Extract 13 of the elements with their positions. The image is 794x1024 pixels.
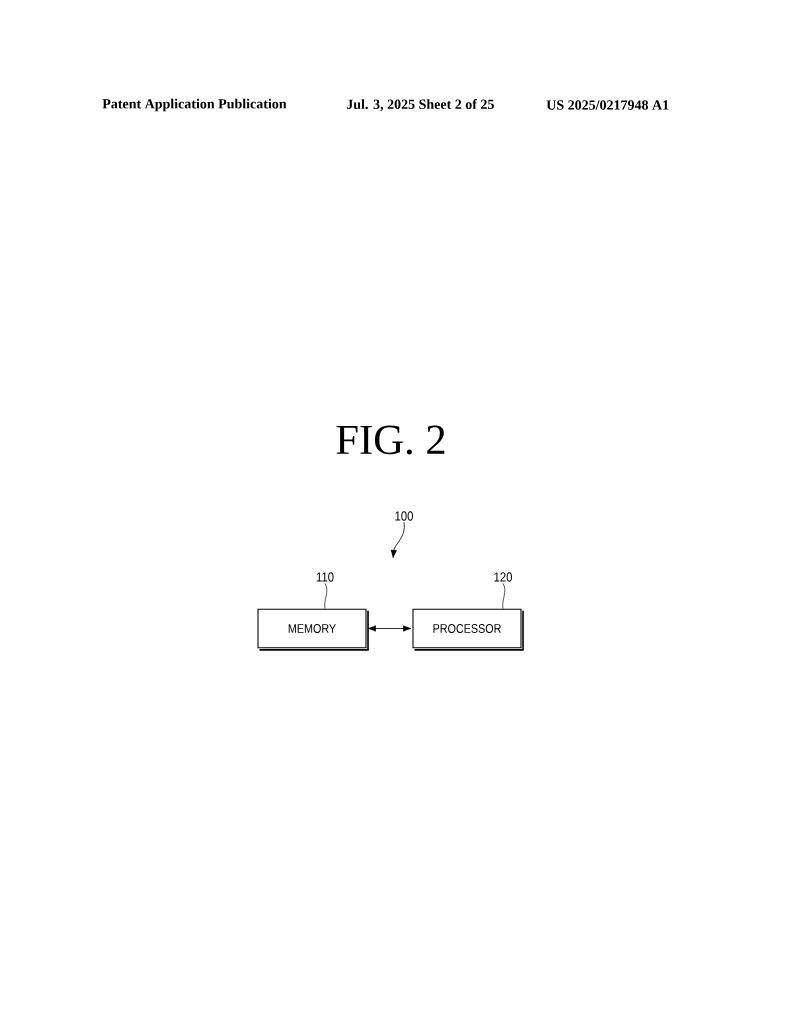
header-text: Patent Application Publication [102,98,287,112]
header-text: Jul. 3, 2025 Sheet 2 of 25 [346,99,494,111]
reference-numeral: 120 [494,572,512,582]
double-arrow [367,625,412,632]
figure-title: FIG. 2 [336,425,445,455]
reference-numeral: 100 [395,511,413,521]
leader-arrow [390,521,405,558]
block-box: PROCESSOR [412,608,524,651]
leader-line [324,583,328,609]
leader-line [502,583,506,609]
block-box: MEMORY [257,608,369,651]
reference-numeral: 110 [316,572,334,582]
header-text: US 2025/0217948 A1 [546,100,669,110]
